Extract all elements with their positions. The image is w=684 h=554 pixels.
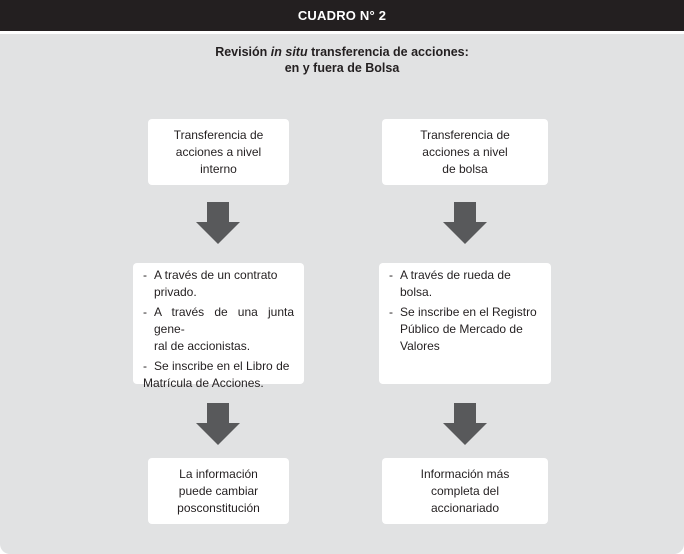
list-item-cont: Matrícula de Acciones.	[143, 376, 264, 390]
title-line-2: en y fuera de Bolsa	[284, 61, 400, 75]
left-top-box: Transferencia de acciones a nivel intern…	[148, 119, 289, 185]
list-item: - A través de rueda de	[389, 268, 511, 282]
list-item-cont: ral de accionistas.	[154, 339, 251, 353]
list-item-cont: privado.	[154, 285, 197, 299]
left-bottom-box: La información puede cambiar posconstitu…	[148, 458, 289, 524]
list-item-cont: Público de Mercado de Valores	[400, 322, 523, 353]
right-top-box: Transferencia de acciones a nivel de bol…	[382, 119, 548, 185]
figure-number: CUADRO N° 2	[297, 8, 387, 23]
title-italic: in situ	[270, 45, 308, 59]
diagram-title: Revisión in situ transferencia de accion…	[0, 44, 684, 76]
left-list: - A través de un contrato privado. - A t…	[133, 263, 304, 392]
list-item: - A través de un contrato	[143, 268, 278, 282]
diagram-panel	[0, 34, 684, 554]
left-top-text: Transferencia de acciones a nivel intern…	[173, 127, 264, 176]
figure-header: CUADRO N° 2	[0, 0, 684, 31]
left-arrow-down-1	[196, 202, 240, 244]
right-bottom-box: Información más completa del accionariad…	[382, 458, 548, 524]
list-item: - Se inscribe en el Libro de	[143, 359, 290, 373]
right-arrow-down-2	[443, 403, 487, 445]
right-middle-box: - A través de rueda de bolsa. - Se inscr…	[379, 263, 551, 384]
list-item: - A través de una junta gene-	[143, 305, 294, 336]
left-middle-box: - A través de un contrato privado. - A t…	[133, 263, 304, 390]
right-bottom-text: Información más completa del accionariad…	[420, 466, 510, 515]
right-arrow-down-1	[443, 202, 487, 244]
title-line-1: Revisión in situ transferencia de accion…	[215, 45, 469, 59]
left-arrow-down-2	[196, 403, 240, 445]
list-item-cont: bolsa.	[400, 285, 433, 299]
left-bottom-text: La información puede cambiar posconstitu…	[177, 466, 260, 515]
right-top-text: Transferencia de acciones a nivel de bol…	[420, 127, 510, 176]
list-item: - Se inscribe en el Registro	[389, 305, 537, 319]
right-list: - A través de rueda de bolsa. - Se inscr…	[379, 263, 551, 355]
